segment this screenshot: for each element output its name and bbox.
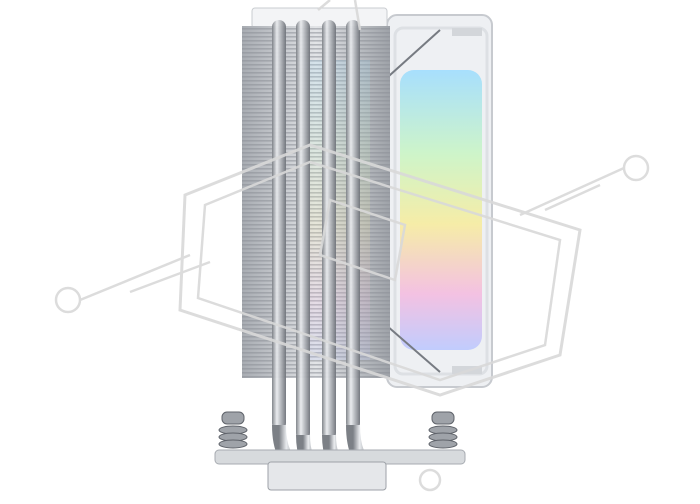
spring-left bbox=[218, 411, 248, 449]
watermark-logo bbox=[54, 0, 650, 492]
fan-mount-clip-top bbox=[452, 28, 482, 36]
heatpipe-3 bbox=[322, 20, 336, 440]
heatpipe-4 bbox=[346, 20, 360, 430]
mounting-base bbox=[214, 411, 466, 491]
heatpipe-1 bbox=[272, 20, 286, 430]
contact-block bbox=[267, 461, 387, 491]
top-cover bbox=[251, 7, 388, 29]
spring-right bbox=[428, 411, 458, 449]
fan bbox=[386, 14, 493, 388]
heatpipe-2 bbox=[296, 20, 310, 440]
fan-rgb-ring bbox=[400, 70, 482, 350]
heatsink bbox=[242, 7, 390, 378]
